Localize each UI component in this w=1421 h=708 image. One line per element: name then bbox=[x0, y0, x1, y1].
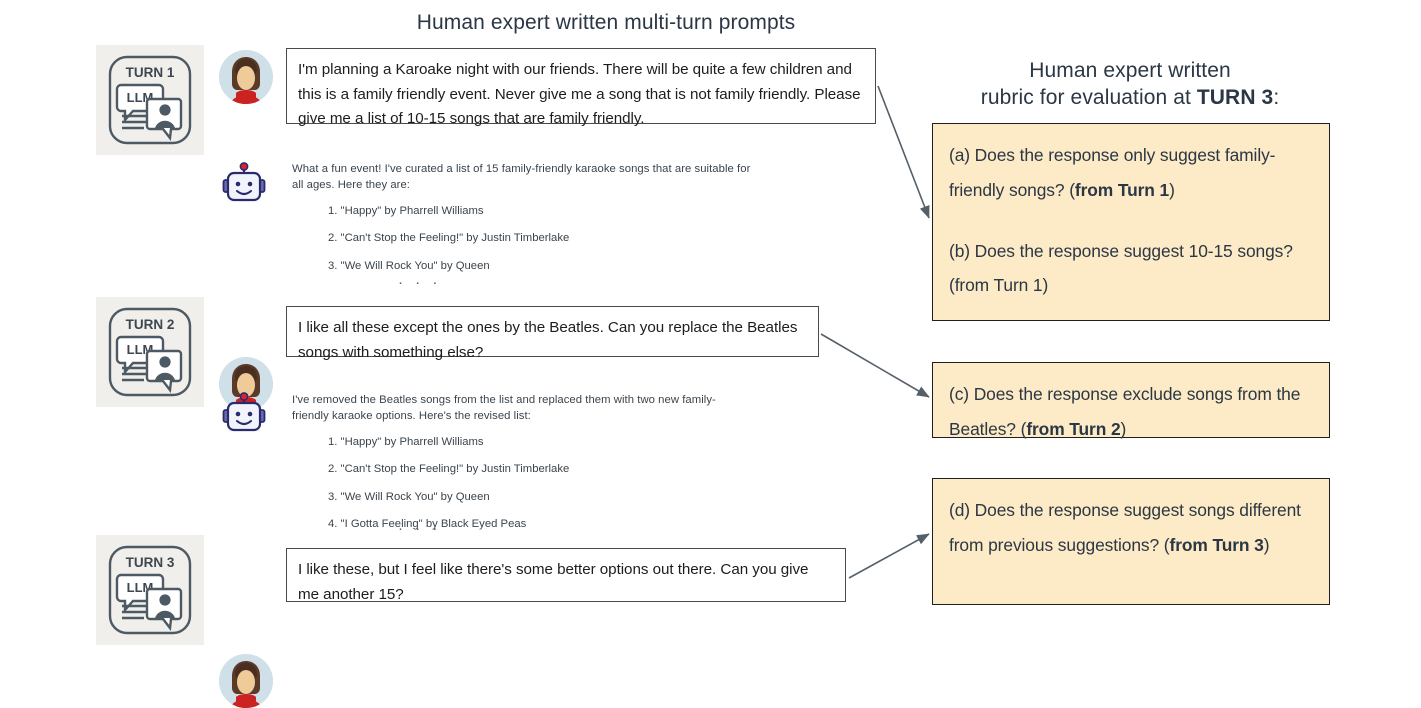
llm-response-intro-1: What a fun event! I've curated a list of… bbox=[292, 163, 751, 192]
user-avatar-1 bbox=[219, 50, 273, 104]
person-bubble-icon-2 bbox=[145, 349, 183, 394]
rubric-box-d: (d) Does the response suggest songs diff… bbox=[932, 478, 1330, 605]
bot-avatar-2 bbox=[221, 392, 267, 438]
bot-avatar-icon-1 bbox=[222, 162, 266, 202]
arrow-turn1-to-rubric-a bbox=[877, 85, 930, 219]
right-heading-line-2: rubric for evaluation at TURN 3: bbox=[930, 85, 1330, 112]
user-avatar-icon-3 bbox=[219, 654, 273, 708]
turn-badge-label-1: TURN 1 bbox=[126, 65, 175, 80]
llm-song-item: 1. "Happy" by Pharrell Williams bbox=[328, 435, 484, 448]
left-column-heading: Human expert written multi-turn prompts bbox=[416, 11, 796, 34]
turn-badge-3: TURN 3 LLM bbox=[96, 535, 204, 645]
user-prompt-box-1: I'm planning a Karoake night with our fr… bbox=[286, 48, 876, 127]
user-prompt-box-2: I like all these except the ones by the … bbox=[286, 306, 819, 361]
rubric-box-ab: (a) Does the response only suggest famil… bbox=[932, 123, 1330, 321]
person-head-icon bbox=[159, 104, 171, 116]
person-bubble-icon-3 bbox=[145, 587, 183, 632]
rubric-item-c-source: from Turn 2 bbox=[1026, 418, 1121, 439]
right-heading-line-2-post: : bbox=[1273, 85, 1280, 109]
arrow-turn3-to-rubric-d bbox=[848, 533, 930, 579]
right-heading-line-1: Human expert written bbox=[1029, 59, 1231, 82]
rubric-item-a-source: from Turn 1 bbox=[1074, 179, 1170, 200]
turn-badge-icon-2: TURN 2 LLM bbox=[108, 307, 192, 397]
right-heading-line-2-pre: rubric for evaluation at bbox=[980, 85, 1197, 109]
llm-song-item: 4. "I Gotta Feeling" by Black Eyed Peas bbox=[328, 518, 527, 531]
rubric-spacer bbox=[949, 208, 1313, 234]
user-avatar-icon-1 bbox=[219, 50, 273, 104]
llm-song-item: 2. "Can't Stop the Feeling!" by Justin T… bbox=[328, 463, 570, 476]
llm-song-list-1: 1. "Happy" by Pharrell Williams 2. "Can'… bbox=[292, 205, 752, 274]
turn-badge-label-2: TURN 2 bbox=[126, 317, 175, 332]
person-body-icon bbox=[155, 372, 175, 380]
llm-response-intro-2: I've removed the Beatles songs from the … bbox=[292, 394, 716, 423]
right-column-heading: Human expert written rubric for evaluati… bbox=[930, 58, 1330, 112]
person-head-icon bbox=[159, 594, 171, 606]
rubric-item-b-text: (b) Does the response suggest 10-15 song… bbox=[949, 240, 1293, 296]
turn-badge-icon-3: TURN 3 LLM bbox=[108, 545, 192, 635]
bot-avatar-icon-2 bbox=[222, 392, 266, 432]
turn-badge-label-3: TURN 3 bbox=[126, 555, 175, 570]
llm-song-list-2: 1. "Happy" by Pharrell Williams 2. "Can'… bbox=[292, 436, 752, 532]
rubric-item-a-text: (a) Does the response only suggest famil… bbox=[949, 145, 1276, 200]
llm-song-item: 1. "Happy" by Pharrell Williams bbox=[328, 204, 484, 217]
turn-badge-2: TURN 2 LLM bbox=[96, 297, 204, 407]
llm-list-ellipsis-1: · · · bbox=[398, 274, 442, 291]
rubric-box-c: (c) Does the response exclude songs from… bbox=[932, 362, 1330, 439]
llm-list-ellipsis-2: · · · bbox=[398, 520, 442, 537]
person-head-icon bbox=[159, 356, 171, 368]
person-body-icon bbox=[155, 120, 175, 128]
rubric-item-d-text: (d) Does the response suggest songs diff… bbox=[949, 500, 1301, 555]
rubric-item-b: (b) Does the response suggest 10-15 song… bbox=[949, 234, 1313, 304]
rubric-item-d-close: ) bbox=[1263, 534, 1270, 555]
turn-badge-1: TURN 1 LLM bbox=[96, 45, 204, 155]
llm-song-item: 3. "We Will Rock You" by Queen bbox=[328, 490, 490, 503]
rubric-item-c-text: (c) Does the response exclude songs from… bbox=[949, 384, 1301, 439]
rubric-item-c: (c) Does the response exclude songs from… bbox=[949, 377, 1313, 447]
llm-response-2: I've removed the Beatles songs from the … bbox=[292, 392, 752, 546]
rubric-item-c-close: ) bbox=[1120, 418, 1127, 439]
person-body-icon bbox=[155, 610, 175, 618]
rubric-item-d-source: from Turn 3 bbox=[1169, 534, 1264, 555]
llm-song-item: 3. "We Will Rock You" by Queen bbox=[328, 259, 490, 272]
rubric-item-a: (a) Does the response only suggest famil… bbox=[949, 138, 1313, 208]
turn-badge-icon-1: TURN 1 LLM bbox=[108, 55, 192, 145]
user-prompt-box-3: I like these, but I feel like there's so… bbox=[286, 548, 846, 603]
rubric-item-a-close: ) bbox=[1169, 179, 1175, 200]
user-avatar-3 bbox=[219, 654, 273, 708]
bot-avatar-1 bbox=[221, 162, 267, 208]
llm-response-1: What a fun event! I've curated a list of… bbox=[292, 161, 752, 287]
person-bubble-icon-1 bbox=[145, 97, 183, 142]
arrow-turn2-to-rubric-c bbox=[820, 333, 930, 398]
right-heading-turn-label: TURN 3 bbox=[1196, 85, 1274, 109]
llm-song-item: 2. "Can't Stop the Feeling!" by Justin T… bbox=[328, 232, 570, 245]
rubric-item-d: (d) Does the response suggest songs diff… bbox=[949, 493, 1313, 563]
